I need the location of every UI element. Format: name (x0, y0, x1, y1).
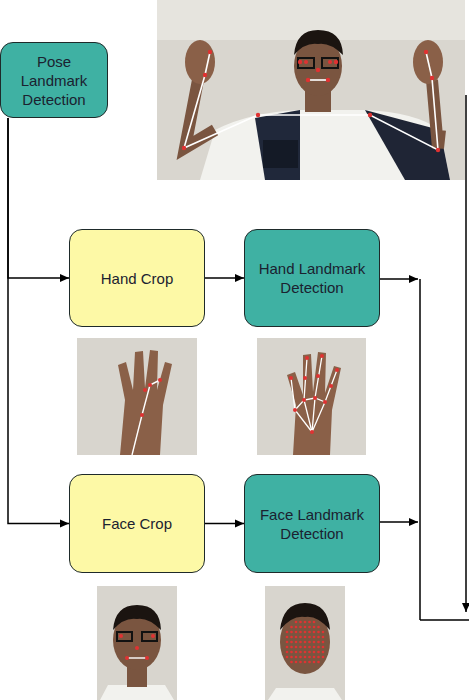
arrow-connector (205, 277, 244, 279)
hand-crop-photo (77, 338, 197, 455)
arrow-connector (8, 118, 69, 278)
node-label: Hand Crop (101, 269, 174, 288)
process-box: Hand Landmark Detection (244, 229, 380, 327)
arrow-connector (8, 118, 69, 524)
node-label: Face Landmark Detection (253, 505, 371, 543)
node-label: Hand Landmark Detection (253, 259, 371, 297)
node-label: Face Crop (102, 514, 172, 533)
node-label: Pose Landmark Detection (9, 52, 99, 109)
crop-box: Face Crop (69, 474, 205, 573)
process-box: Face Landmark Detection (244, 474, 380, 573)
pose-photo (157, 0, 465, 180)
crop-box: Hand Crop (69, 229, 205, 327)
face-landmark-photo (265, 586, 345, 700)
process-box: Pose Landmark Detection (0, 42, 108, 118)
hand-landmark-photo (257, 338, 366, 455)
face-crop-photo (97, 586, 177, 700)
arrow-connector (205, 523, 244, 525)
